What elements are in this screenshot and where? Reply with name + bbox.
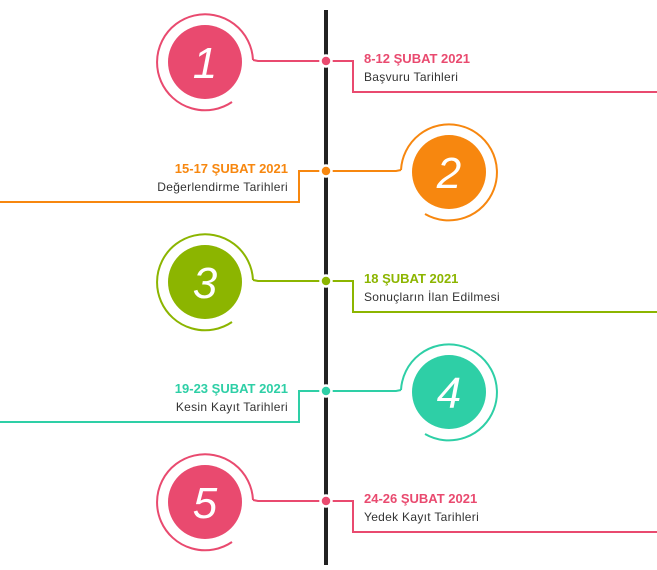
connector-line <box>252 59 326 62</box>
step-date: 8-12 ŞUBAT 2021 <box>364 51 470 66</box>
step-ring <box>156 13 254 112</box>
step-number: 2 <box>436 149 461 198</box>
step-title: Başvuru Tarihleri <box>364 70 458 84</box>
step-circle <box>412 355 486 429</box>
step-number: 1 <box>193 39 217 88</box>
timeline-dot <box>319 54 333 68</box>
label-bracket <box>326 60 657 93</box>
step-date: 24-26 ŞUBAT 2021 <box>364 491 477 506</box>
step-number: 4 <box>437 369 461 418</box>
timeline-dot <box>319 494 333 508</box>
step-ring <box>400 343 498 442</box>
step-circle <box>168 465 242 539</box>
step-title: Kesin Kayıt Tarihleri <box>176 400 288 414</box>
connector-line <box>326 389 402 392</box>
label-bracket <box>326 280 657 313</box>
step-ring <box>156 233 254 332</box>
step-title: Değerlendirme Tarihleri <box>157 180 288 194</box>
step-circle <box>412 135 486 209</box>
step-ring <box>156 453 254 552</box>
step-circle <box>168 245 242 319</box>
connector-line <box>252 279 326 282</box>
timeline-dot <box>319 274 333 288</box>
step-number: 5 <box>193 479 218 528</box>
connector-line <box>326 169 402 172</box>
label-bracket <box>326 500 657 533</box>
timeline-dot <box>319 164 333 178</box>
step-number: 3 <box>193 259 218 308</box>
step-date: 15-17 ŞUBAT 2021 <box>175 161 288 176</box>
label-bracket <box>0 170 326 203</box>
step-title: Yedek Kayıt Tarihleri <box>364 510 479 524</box>
timeline-dot <box>319 384 333 398</box>
step-date: 18 ŞUBAT 2021 <box>364 271 458 286</box>
step-title: Sonuçların İlan Edilmesi <box>364 290 500 304</box>
label-bracket <box>0 390 326 423</box>
step-ring <box>400 123 498 222</box>
step-date: 19-23 ŞUBAT 2021 <box>175 381 288 396</box>
connector-line <box>252 499 326 502</box>
step-circle <box>168 25 242 99</box>
